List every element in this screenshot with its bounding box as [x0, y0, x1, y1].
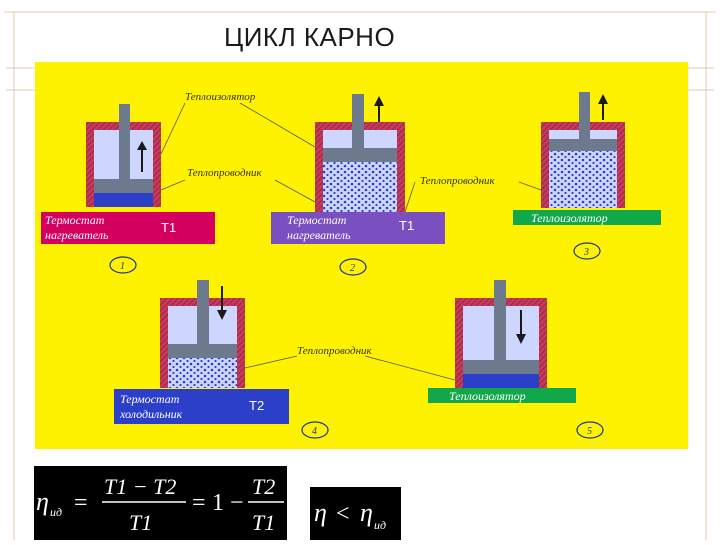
label-conductor-1: Теплопроводник [187, 167, 263, 179]
plate-cooler-4: Термостат холодильник T2 [114, 389, 289, 424]
plate-heater-2-line2: нагреватель [287, 228, 351, 242]
slide-title: ЦИКЛ КАРНО [224, 22, 396, 52]
plate-heater-2: Термостат нагреватель T1 [271, 212, 445, 244]
formula-one: 1 [212, 490, 224, 516]
label-conductor-3: Теплопроводник [297, 345, 373, 357]
cylinder-2 [315, 94, 405, 215]
formula-eta-subscript: ид [50, 505, 62, 519]
step-4-badge: 4 [301, 421, 329, 439]
step-3-number: 3 [583, 247, 589, 258]
cylinder-4 [160, 280, 245, 388]
inequality-eta: η [314, 498, 327, 527]
step-5-badge: 5 [576, 421, 604, 439]
leader-lines [160, 102, 542, 381]
formula-denominator-2: T1 [252, 510, 275, 535]
step-4-number: 4 [312, 426, 317, 437]
temp-t1-2: T1 [399, 218, 414, 233]
piston-rod [197, 280, 209, 344]
label-insulator: Теплоизолятор [185, 91, 256, 103]
gas-layer [168, 358, 237, 388]
inequality-less-than: < [336, 501, 350, 527]
gas-layer [323, 162, 397, 215]
gas-layer [549, 151, 617, 208]
efficiency-inequality-svg: η < η ид [314, 498, 386, 532]
efficiency-formula: η ид = T1 − T2 T1 = 1 − T2 T1 [34, 466, 287, 540]
formula-numerator: T1 − T2 [104, 474, 176, 499]
plate-insulator-3: Теплоизолятор [513, 210, 661, 225]
piston-rod [494, 280, 506, 360]
label-conductor-2: Теплопроводник [420, 175, 496, 187]
plate-heater-1: Термостат нагреватель T1 [41, 212, 215, 244]
step-3-badge: 3 [573, 242, 601, 260]
formula-numerator-2: T2 [252, 474, 275, 499]
cylinder-5 [455, 280, 547, 388]
temp-t1-1: T1 [161, 220, 176, 235]
step-1-badge: 1 [109, 256, 137, 274]
temp-t2: T2 [249, 398, 264, 413]
piston [168, 344, 237, 358]
piston-rod [579, 92, 590, 139]
arrow-down-icon [516, 334, 526, 344]
plate-heater-1-line1: Термостат [45, 213, 105, 227]
formula-eta: η [36, 487, 49, 516]
carnot-diagram-panel: Термостат нагреватель T1 1 Термостат наг… [35, 62, 688, 449]
step-1-number: 1 [120, 261, 125, 272]
piston [323, 148, 397, 162]
piston [463, 360, 539, 374]
formula-equals-2: = [192, 490, 206, 516]
piston-rod [352, 94, 364, 148]
step-5-number: 5 [587, 426, 592, 437]
inequality-eta-ideal: η [360, 498, 373, 527]
formula-denominator: T1 [129, 510, 152, 535]
plate-insulator-5: Теплоизолятор [428, 388, 576, 403]
efficiency-formula-svg: η ид = T1 − T2 T1 = 1 − T2 T1 [36, 474, 284, 535]
step-2-badge: 2 [339, 258, 367, 276]
cylinder-1 [86, 104, 161, 207]
arrow-down-icon [217, 310, 227, 320]
carnot-diagram: Термостат нагреватель T1 1 Термостат наг… [41, 91, 661, 439]
formula-minus: − [230, 490, 244, 516]
arrow-up-icon [137, 141, 147, 150]
gas-layer [94, 193, 153, 207]
plate-heater-1-line2: нагреватель [45, 228, 109, 242]
piston [94, 179, 153, 193]
plate-heater-2-line1: Термостат [287, 213, 347, 227]
plate-cooler-4-line1: Термостат [120, 392, 180, 406]
cylinder-3 [541, 92, 625, 208]
step-2-number: 2 [350, 263, 355, 274]
plate-insulator-5-label: Теплоизолятор [449, 389, 526, 403]
piston [549, 139, 617, 151]
formula-equals-1: = [74, 490, 88, 516]
piston-rod [119, 104, 130, 179]
efficiency-inequality: η < η ид [310, 487, 401, 540]
arrow-up-icon [598, 94, 608, 104]
plate-insulator-3-label: Теплоизолятор [531, 211, 608, 225]
inequality-eta-subscript: ид [374, 518, 386, 532]
gas-layer [463, 374, 539, 388]
plate-cooler-4-line2: холодильник [119, 407, 183, 421]
arrow-up-icon [374, 96, 384, 106]
